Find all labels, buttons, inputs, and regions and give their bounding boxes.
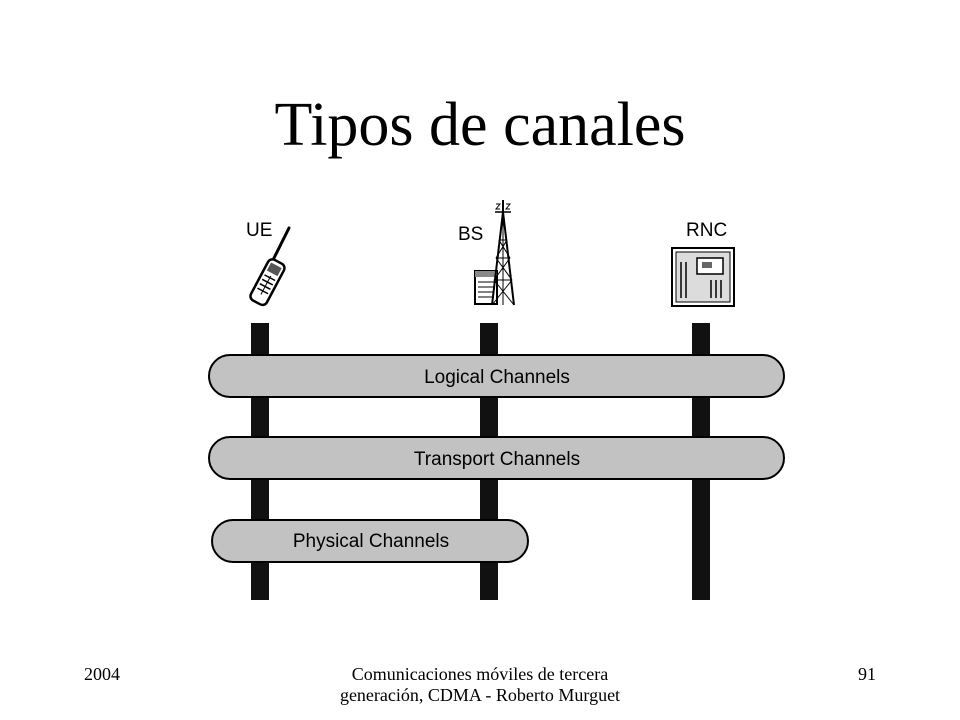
slide-title: Tipos de canales bbox=[274, 91, 686, 159]
logical-channels-band bbox=[208, 354, 785, 398]
transport-channels-label: Transport Channels bbox=[414, 449, 580, 470]
rnc-cabinet-icon bbox=[671, 247, 735, 307]
bs-label: BS bbox=[458, 224, 483, 245]
logical-channels-label: Logical Channels bbox=[424, 367, 570, 388]
transport-channels-band bbox=[208, 436, 785, 480]
ue-label: UE bbox=[246, 220, 272, 241]
mobile-phone-icon bbox=[249, 226, 291, 307]
physical-channels-band bbox=[211, 519, 529, 563]
footer-year: 2004 bbox=[84, 664, 120, 684]
rnc-label: RNC bbox=[686, 220, 727, 241]
physical-channels-label: Physical Channels bbox=[293, 531, 449, 552]
base-station-tower-icon bbox=[474, 200, 515, 306]
footer-course-title: Comunicaciones móviles de tercera genera… bbox=[339, 664, 621, 705]
footer-page-number: 91 bbox=[858, 664, 876, 684]
